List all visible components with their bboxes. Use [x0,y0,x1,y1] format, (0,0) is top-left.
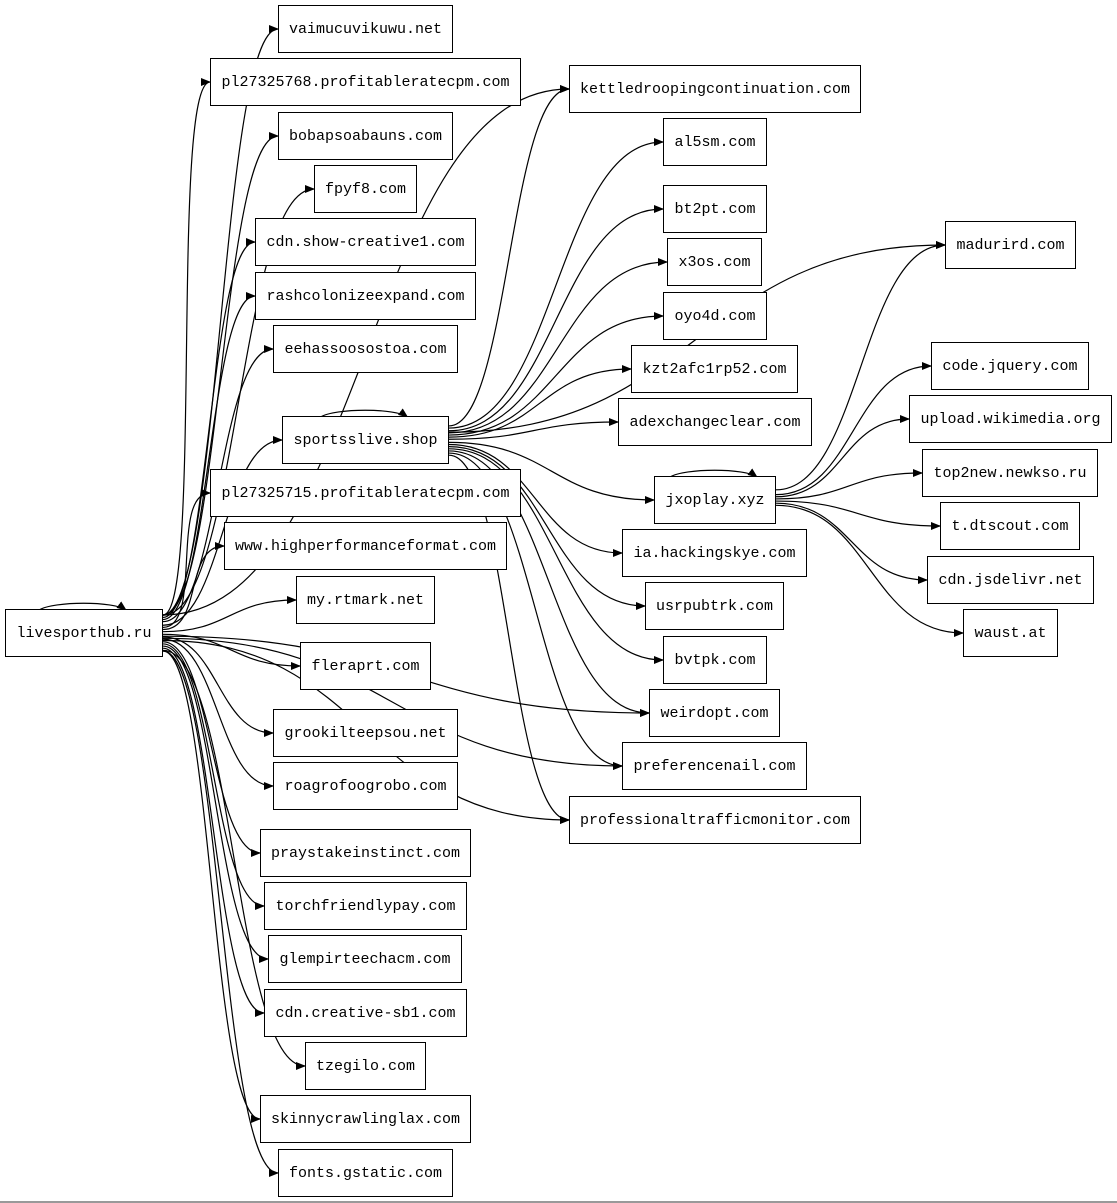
edge-jxoplay-to-cdn-jsdelivr [775,502,928,584]
edge-sportsslive-to-bt2pt [448,205,664,432]
edge-livesporthub-to-torchfriendlypay [162,643,265,910]
edge-sportsslive-to-ia-hackingskye [448,443,623,557]
node-torchfriendlypay: torchfriendlypay.com [264,882,467,930]
node-rtmark: my.rtmark.net [296,576,435,624]
node-fpyf8: fpyf8.com [314,165,417,213]
edge-sportsslive-to-al5sm [448,138,664,429]
edge-livesporthub-to-rtmark [162,596,297,633]
node-madurird: madurird.com [945,221,1076,269]
node-rashcolonizeexpand: rashcolonizeexpand.com [255,272,476,320]
edge-sportsslive-to-jxoplay [448,441,655,504]
edge-sportsslive-to-adexchangeclear [448,418,619,440]
node-roagrofoogrobo: roagrofoogrobo.com [273,762,458,810]
edge-sportsslive-to-kettledrooping [448,85,570,427]
node-x3os: x3os.com [667,238,762,286]
edge-sportsslive-to-weirdopt [448,450,650,717]
edge-livesporthub-to-skinnycrawlinglax [162,650,261,1123]
node-ia-hackingskye: ia.hackingskye.com [622,529,807,577]
edge-livesporthub-to-pl27325768 [162,78,211,616]
node-pl27325715: pl27325715.profitableratecpm.com [210,469,521,517]
edge-livesporthub-to-preferencenail [162,637,623,770]
node-waust: waust.at [963,609,1058,657]
node-cdn-jsdelivr: cdn.jsdelivr.net [927,556,1094,604]
edge-jxoplay-to-madurird [775,241,946,491]
edge-jxoplay-to-t-dtscout [775,500,941,530]
node-skinnycrawlinglax: skinnycrawlinglax.com [260,1095,471,1143]
node-livesporthub: livesporthub.ru [5,609,163,657]
edge-livesporthub-to-praystakeinstinct [162,641,261,857]
edge-sportsslive-to-x3os [448,258,668,434]
node-fleraprt: fleraprt.com [300,642,431,690]
node-praystakeinstinct: praystakeinstinct.com [260,829,471,877]
bottom-border [0,1201,1117,1203]
node-kettledrooping: kettledroopingcontinuation.com [569,65,861,113]
node-bobapsoabauns: bobapsoabauns.com [278,112,453,160]
node-preferencenail: preferencenail.com [622,742,807,790]
node-fonts-gstatic: fonts.gstatic.com [278,1149,453,1197]
node-cdn-show-creative1: cdn.show-creative1.com [255,218,476,266]
edge-livesporthub-to-fonts-gstatic [162,650,279,1177]
node-sportsslive: sportsslive.shop [282,416,449,464]
edge-livesporthub-to-rashcolonizeexpand [162,292,256,621]
edge-jxoplay-to-code-jquery [775,362,932,496]
node-weirdopt: weirdopt.com [649,689,780,737]
edge-sportsslive-to-oyo4d [448,312,664,436]
node-usrpubtrk: usrpubtrk.com [645,582,784,630]
edge-sportsslive-to-sportsslive [320,408,409,418]
node-al5sm: al5sm.com [663,118,767,166]
node-highperformanceformat: www.highperformanceformat.com [224,522,507,570]
edge-livesporthub-to-tzegilo [162,649,306,1070]
node-top2new-newkso: top2new.newkso.ru [922,449,1098,497]
edge-livesporthub-to-roagrofoogrobo [162,638,274,790]
edge-livesporthub-to-fleraprt [162,633,301,670]
node-grookilteepsou: grookilteepsou.net [273,709,458,757]
edge-livesporthub-to-cdn-show-creative1 [162,238,256,618]
node-kzt2afc1rp52: kzt2afc1rp52.com [631,345,798,393]
edge-jxoplay-to-waust [775,504,964,637]
node-vaimucuvikuwu: vaimucuvikuwu.net [278,5,453,53]
node-professionaltrafficmonitor: professionaltrafficmonitor.com [569,796,861,844]
node-t-dtscout: t.dtscout.com [940,502,1080,550]
node-glempirteechacm: glempirteechacm.com [268,935,462,983]
node-jxoplay: jxoplay.xyz [654,476,776,524]
node-eehassoosostoa: eehassoosostoa.com [273,325,458,373]
edge-livesporthub-to-livesporthub [38,601,127,611]
node-adexchangeclear: adexchangeclear.com [618,398,812,446]
edge-sportsslive-to-usrpubtrk [448,446,646,610]
edge-livesporthub-to-cdn-creative-sb1 [162,647,265,1017]
node-bvtpk: bvtpk.com [663,636,767,684]
edge-livesporthub-to-highperformanceformat [162,542,225,631]
node-bt2pt: bt2pt.com [663,185,767,233]
edge-livesporthub-to-pl27325715 [162,489,211,628]
edge-jxoplay-to-jxoplay [669,468,758,478]
edge-livesporthub-to-glempirteechacm [162,645,269,963]
node-upload-wikimedia: upload.wikimedia.org [909,395,1112,443]
edge-jxoplay-to-top2new-newkso [775,469,923,500]
node-tzegilo: tzegilo.com [305,1042,426,1090]
node-code-jquery: code.jquery.com [931,342,1089,390]
edge-sportsslive-to-kzt2afc1rp52 [448,365,632,438]
node-cdn-creative-sb1: cdn.creative-sb1.com [264,989,467,1037]
edge-sportsslive-to-bvtpk [448,448,664,664]
node-pl27325768: pl27325768.profitableratecpm.com [210,58,521,106]
node-oyo4d: oyo4d.com [663,292,767,340]
edge-jxoplay-to-upload-wikimedia [775,415,910,498]
